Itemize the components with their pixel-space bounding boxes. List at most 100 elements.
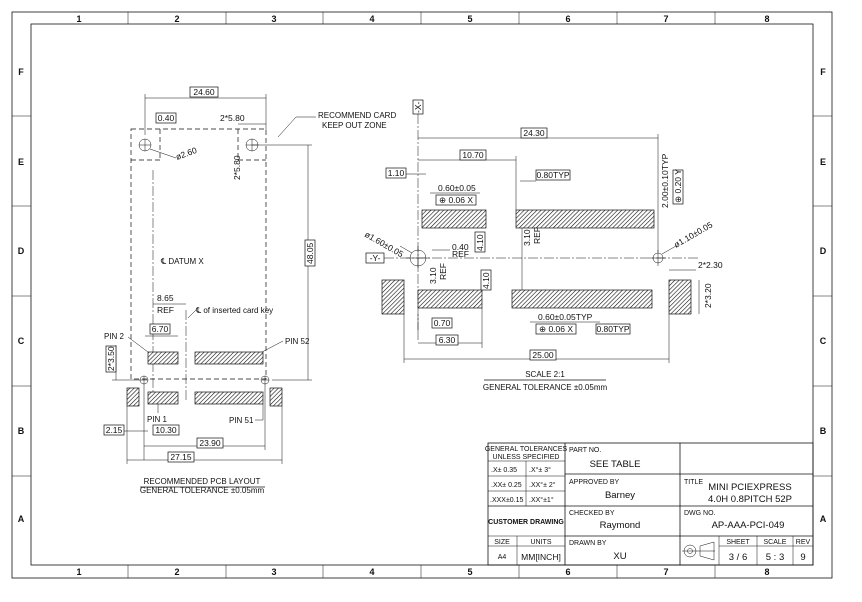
- pad-row-upper-left: [421, 209, 487, 229]
- pad-row-top-left: [147, 351, 179, 365]
- approved-by-value: Barney: [605, 490, 635, 501]
- units-value: MM[INCH]: [521, 552, 561, 562]
- dim-6-70: 6.70: [152, 324, 169, 334]
- dim-0-60-typ-bottom: 0.60±0.05TYP: [538, 312, 593, 322]
- caption-pcb-tolerance: GENERAL TOLERANCE ±0.05mm: [140, 486, 265, 495]
- tol-x: .X± 0.35: [491, 467, 517, 474]
- scale-value: 5 : 3: [766, 552, 785, 563]
- col-label-5-bottom: 5: [467, 567, 472, 577]
- tol-0-20-y: ⊕ 0.20 Y: [673, 169, 683, 203]
- dim-4-10-lower: 4.10: [481, 272, 491, 289]
- dim-0-40-ref: 0.40: [452, 242, 469, 252]
- note-card-key: ℄ of inserted card key: [195, 306, 273, 315]
- dim-23-90: 23.90: [199, 438, 221, 448]
- datum-y-tag: -Y-: [370, 253, 381, 263]
- label-pin-2: PIN 2: [104, 332, 125, 341]
- pad-row-bottom-right: [194, 391, 264, 405]
- footprint-view: -X- -Y- 24.30 10.70 1.10 0.80TYP 0.60±0.…: [363, 99, 723, 392]
- dim-0-70: 0.70: [434, 318, 451, 328]
- title-block: GENERAL TOLERANCES UNLESS SPECIFIED .X± …: [485, 442, 814, 566]
- col-label-4: 4: [369, 14, 374, 24]
- col-label-7-bottom: 7: [663, 567, 668, 577]
- row-label-b-right: B: [820, 426, 827, 436]
- dim-2x2-30: 2*2.30: [698, 260, 723, 270]
- dim-27-15: 27.15: [170, 452, 192, 462]
- dim-2x5-80-vertical: 2*5.80: [232, 155, 242, 180]
- checked-by-value: Raymond: [600, 520, 641, 531]
- col-label-2: 2: [174, 14, 179, 24]
- dim-8-65: 8.65: [157, 293, 174, 303]
- drawn-by-label: DRAWN BY: [569, 540, 607, 547]
- customer-drawing-label: CUSTOMER DRAWING: [488, 519, 564, 526]
- dim-2x3-50: 2*3.50: [106, 346, 116, 371]
- drawn-by-value: XU: [613, 551, 626, 562]
- row-label-e: E: [18, 157, 24, 167]
- tol-0-06-x-bottom: ⊕ 0.06 X: [539, 324, 573, 334]
- mount-pad-right: [269, 387, 283, 407]
- dim-3-10-left-ref: REF: [438, 263, 448, 280]
- dim-2-15: 2.15: [106, 425, 123, 435]
- tol-xxx: .XXX±0.15: [490, 497, 524, 504]
- scale-label: SCALE: [764, 539, 787, 546]
- approved-by-label: APPROVED BY: [569, 479, 620, 486]
- dim-8-65-ref: REF: [157, 305, 174, 315]
- row-label-e-right: E: [820, 157, 826, 167]
- gen-tol-heading: GENERAL TOLERANCES: [485, 446, 568, 453]
- dim-4-10-upper: 4.10: [475, 234, 485, 251]
- size-label: SIZE: [494, 539, 510, 546]
- third-angle-projection-icon: [682, 541, 715, 561]
- pad-row-lower-right: [511, 289, 653, 309]
- col-label-3-bottom: 3: [271, 567, 276, 577]
- dim-3-10-center: 3.10: [522, 229, 532, 246]
- col-label-6: 6: [565, 14, 570, 24]
- row-label-a-right: A: [820, 514, 827, 524]
- row-label-c: C: [18, 336, 25, 346]
- dim-0-80-typ-bottom: 0.80TYP: [596, 324, 629, 334]
- part-no-label: PART NO.: [569, 447, 601, 454]
- row-label-f-right: F: [820, 67, 826, 77]
- caption-scale: SCALE 2:1: [525, 370, 565, 379]
- tol-x-angle: .X°± 3°: [529, 466, 551, 474]
- part-no-value: SEE TABLE: [590, 459, 641, 470]
- rev-label: REV: [796, 539, 811, 546]
- col-label-1: 1: [76, 14, 81, 24]
- rev-value: 9: [800, 552, 805, 563]
- col-label-3: 3: [271, 14, 276, 24]
- pad-row-top-right: [194, 351, 264, 365]
- note-datum-x: ℄ DATUM X: [160, 257, 204, 266]
- side-pad-left: [381, 279, 405, 315]
- dim-0-40-ref-label: REF: [452, 249, 469, 259]
- dim-2x5-80: 2*5.80: [220, 113, 245, 123]
- dim-2x3-20: 2*3.20: [703, 283, 713, 308]
- dim-3-10-left: 3.10: [428, 267, 438, 284]
- col-label-6-bottom: 6: [565, 567, 570, 577]
- dwg-no-value: AP-AAA-PCI-049: [712, 520, 785, 531]
- dim-48-05: 48.05: [305, 242, 315, 264]
- tol-xxx-angle: .XX°±1°: [529, 496, 554, 504]
- dim-10-30: 10.30: [155, 425, 177, 435]
- dim-0-80-typ-top: 0.80TYP: [536, 170, 569, 180]
- pad-row-lower-left: [417, 289, 483, 309]
- size-value: A4: [498, 554, 507, 561]
- caption-pcb-layout: RECOMMENDED PCB LAYOUT: [144, 477, 261, 486]
- sheet-border: 1 2 3 4 5 6 7 8 1 2 3 4 5 6 7 8 F E D C …: [11, 11, 833, 579]
- checked-by-label: CHECKED BY: [569, 510, 615, 517]
- label-pin-52: PIN 52: [285, 337, 310, 346]
- dim-6-30: 6.30: [439, 335, 456, 345]
- units-label: UNITS: [531, 539, 552, 546]
- col-label-4-bottom: 4: [369, 567, 374, 577]
- dim-24-30: 24.30: [523, 128, 545, 138]
- sheet-label: SHEET: [726, 539, 750, 546]
- title-line-2: 4.0H 0.8PITCH 52P: [708, 494, 792, 505]
- tol-0-06-x-top: ⊕ 0.06 X: [439, 195, 473, 205]
- title-line-1: MINI PCIEXPRESS: [708, 482, 791, 493]
- row-label-a: A: [18, 514, 25, 524]
- dim-2-00-typ: 2.00±0.10TYP: [660, 153, 670, 208]
- gen-tol-subheading: UNLESS SPECIFIED: [493, 454, 560, 461]
- note-keep-out-zone: KEEP OUT ZONE: [322, 121, 387, 130]
- sheet-value: 3 / 6: [729, 552, 748, 563]
- col-label-2-bottom: 2: [174, 567, 179, 577]
- pad-row-upper-right: [515, 209, 655, 229]
